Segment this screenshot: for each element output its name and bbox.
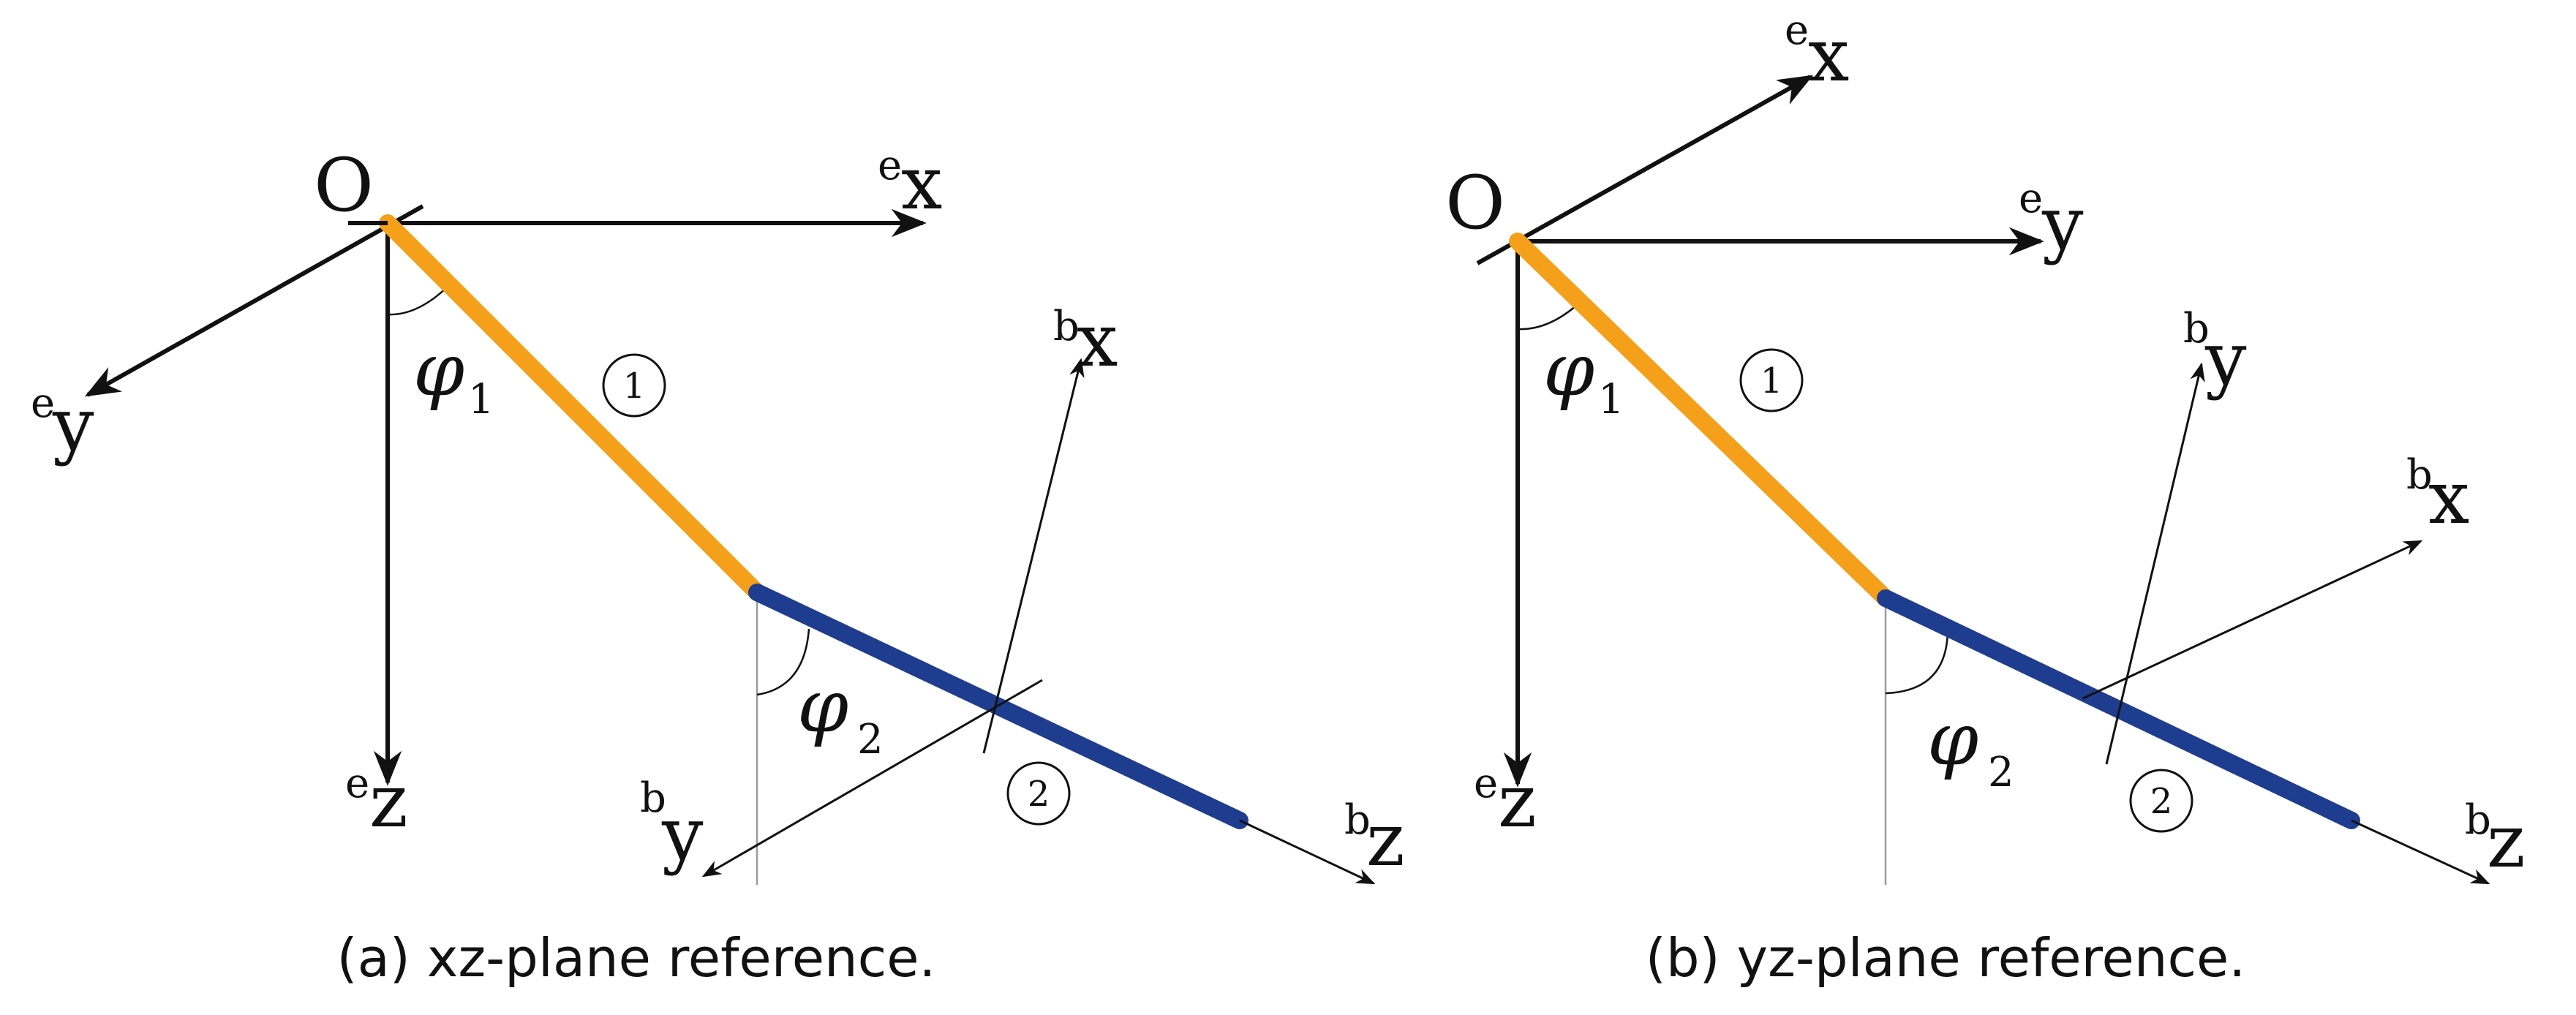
panel-a-ey-sup: e	[31, 380, 55, 427]
panel-b-phi1-subscript: 1	[1598, 376, 1624, 423]
panel-b-ez-label: z	[1498, 758, 1537, 844]
panel-b-by-label: y	[2204, 316, 2247, 401]
panel-b-bx-label: x	[2428, 455, 2469, 540]
panel-a-caption: (a) xz-plane reference.	[337, 927, 936, 989]
panel-a-bz-label: z	[1366, 797, 1405, 883]
panel-b-ez-sup: e	[1474, 760, 1498, 807]
panel-a-phi2-subscript: 2	[857, 716, 884, 763]
panel-a-link1-marker-label: 1	[623, 366, 646, 407]
panel-b-bz-sup: b	[2465, 796, 2491, 844]
panel-a-link-1	[379, 214, 766, 601]
panel-a-bx-axis	[982, 358, 1085, 754]
panel-b-ex-sup: e	[1785, 7, 1809, 54]
panel-a-phi1-subscript: 1	[468, 376, 494, 423]
panel-b-phi1-symbol: φ	[1543, 327, 1594, 412]
panel-b-link2-marker-label: 2	[2150, 781, 2173, 822]
panel-b-link-1	[1509, 233, 1894, 607]
panel-a-by-sup: b	[640, 774, 666, 822]
panel-b-caption: (b) yz-plane reference.	[1646, 927, 2245, 989]
panel-b-phi2-subscript: 2	[1988, 749, 2014, 796]
panel-b-ex-axis	[1476, 75, 1814, 265]
panel-a-ey-axis	[84, 204, 424, 397]
panel-a-ey-label: y	[52, 382, 94, 467]
panel-b-bx-sup: b	[2406, 451, 2433, 499]
panel-a-phi2-symbol: φ	[797, 663, 848, 749]
panel-b-origin-label: O	[1445, 160, 1505, 246]
panel-a-phi2-arc	[756, 628, 810, 696]
panel-a-ex-sup: e	[878, 142, 902, 189]
panel-a-link2-marker	[1006, 761, 1071, 826]
panel-b-ex-label: x	[1808, 12, 1849, 98]
panel-a-phi1-symbol: φ	[413, 327, 464, 412]
panel-a-origin-label: O	[314, 143, 374, 228]
panel-b-by-sup: b	[2183, 305, 2210, 352]
panel-b-by-axis	[2105, 362, 2205, 765]
panel-b-ey-label: y	[2041, 181, 2084, 266]
panel-a-ex-label: x	[901, 140, 942, 226]
panel-a-link2-marker-label: 2	[1028, 774, 1050, 815]
panel-a-link1-marker	[602, 353, 666, 418]
panel-a-by-label: y	[661, 791, 704, 877]
panel-a-phi1-arc	[387, 286, 448, 316]
panel-b-bz-label: z	[2487, 799, 2526, 884]
panel-a-bz-axis	[1239, 819, 1376, 885]
panel-b-bz-axis	[2351, 819, 2490, 885]
panel-b-phi1-arc	[1517, 305, 1577, 331]
panel-b-ey-sup: e	[2019, 175, 2043, 222]
panel-b-bx-axis	[2082, 540, 2423, 700]
panel-a-by-axis	[701, 679, 1043, 878]
panel-b-link1-marker	[1739, 348, 1804, 412]
panel-a-ez-sup: e	[345, 760, 369, 807]
panel-a: 1 2 O e x e y e z b x b y b z φ 1 φ 2 (a…	[31, 140, 1405, 989]
panel-b-phi2-symbol: φ	[1927, 696, 1978, 782]
panel-b-phi2-arc	[1885, 630, 1949, 695]
panel-a-bz-sup: b	[1344, 796, 1371, 844]
panel-a-bx-sup: b	[1053, 303, 1080, 350]
panel-b-link2-marker	[2129, 769, 2193, 833]
panel-a-ez-label: z	[369, 758, 408, 844]
panel-b-link1-marker-label: 1	[1760, 361, 1783, 401]
panel-b: 1 2 O e x e y e z b x b y b z φ 1 φ 2 (b…	[1445, 7, 2526, 989]
panel-a-bx-label: x	[1077, 298, 1118, 383]
